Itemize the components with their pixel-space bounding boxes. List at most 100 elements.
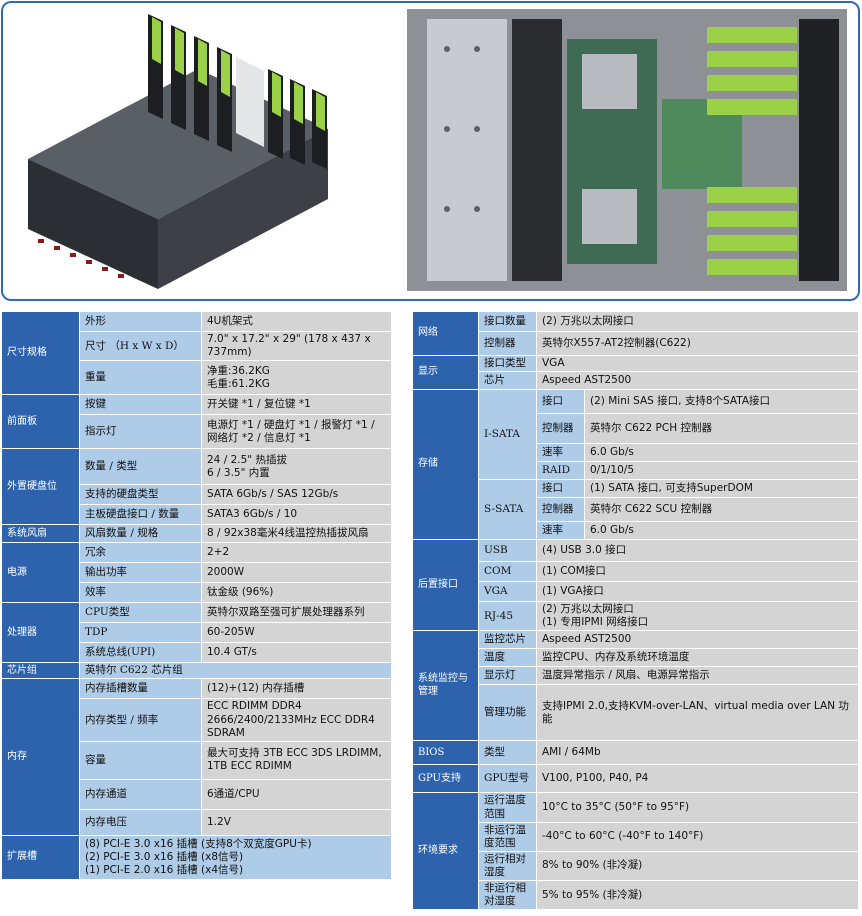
spec-key: 非运行温度范围 [478, 821, 537, 852]
spec-row: 扩展槽(8) PCI-E 3.0 x16 插槽 (支持8个双宽度GPU卡)(2)… [1, 834, 392, 880]
spec-row: 指示灯电源灯 *1 / 硬盘灯 *1 / 报警灯 *1 / 网络灯 *2 / 信… [2, 414, 392, 450]
spec-value: VGA [536, 354, 859, 373]
spec-key: 系统总线(UPI) [79, 642, 202, 664]
spec-key: 内存通道 [79, 778, 202, 810]
spec-key: VGA [478, 581, 537, 603]
spec-value: 2+2 [201, 542, 392, 564]
spec-key: 接口类型 [478, 354, 537, 373]
spec-key: USB [478, 539, 537, 563]
spec-row: 显示灯温度异常指示 / 风扇、电源异常指示 [413, 666, 859, 686]
spec-group-label: 存储 [412, 389, 479, 541]
spec-key: 控制器 [536, 413, 585, 445]
spec-value: 钛金级 (96%) [201, 582, 392, 604]
spec-value: 英特尔 C622 芯片组 [79, 662, 392, 680]
spec-value: 英特尔 C622 PCH 控制器 [584, 413, 859, 445]
spec-key: 重量 [79, 360, 202, 396]
spec-value: Aspeed AST2500 [536, 630, 859, 650]
spec-value: V100, P100, P40, P4 [536, 764, 859, 794]
spec-key: 接口 [536, 479, 585, 499]
spec-value: 10°C to 35°C (50°F to 95°F) [536, 792, 859, 823]
spec-key: 内存电压 [79, 808, 202, 836]
spec-key: 运行相对湿度 [478, 850, 537, 882]
spec-row: RJ-45(2) 万兆以太网接口(1) 专用IPMI 网络接口 [413, 601, 859, 632]
spec-row: 容量最大可支持 3TB ECC 3DS LRDIMM, 1TB ECC RDIM… [2, 740, 392, 780]
spec-value: (2) 万兆以太网接口 [536, 311, 859, 332]
spec-group-label: 扩展槽 [1, 834, 80, 880]
spec-value: 英特尔双路至强可扩展处理器系列 [201, 602, 392, 624]
spec-value: 10.4 GT/s [201, 642, 392, 664]
spec-key: 温度 [478, 648, 537, 668]
spec-value: 2000W [201, 562, 392, 584]
spec-value: 8% to 90% (非冷凝) [536, 850, 859, 882]
spec-value: SATA3 6Gb/s / 10 [201, 504, 392, 526]
spec-subgroup-label: I-SATA [478, 389, 537, 481]
spec-group-label: GPU支持 [412, 764, 479, 794]
spec-row: 网络接口数量(2) 万兆以太网接口 [412, 311, 859, 356]
spec-value: 8 / 92x38毫米4线温控热插拔风扇 [201, 524, 392, 544]
spec-row: 芯片组英特尔 C622 芯片组 [1, 662, 392, 680]
spec-value: 温度异常指示 / 风扇、电源异常指示 [536, 666, 859, 686]
spec-key: COM [478, 561, 537, 583]
spec-row: 内存内存插槽数量(12)+(12) 内存插槽 [1, 678, 392, 836]
spec-key: 控制器 [478, 331, 537, 356]
spec-key: 控制器 [536, 497, 585, 523]
spec-key: RJ-45 [478, 601, 537, 632]
spec-value: 监控CPU、内存及系统环境温度 [536, 648, 859, 668]
spec-group-label: 显示 [412, 354, 479, 391]
spec-value: 开关键 *1 / 复位键 *1 [201, 394, 392, 416]
spec-key: 尺寸 （H x W x D） [79, 330, 202, 362]
spec-value: 6.0 Gb/s [584, 443, 859, 463]
spec-row: VGA(1) VGA接口 [413, 581, 859, 603]
spec-key: 芯片 [478, 371, 537, 391]
spec-key: 外形 [79, 311, 202, 332]
spec-key: CPU类型 [79, 602, 202, 624]
spec-value: 英特尔X557-AT2控制器(C622) [536, 331, 859, 356]
spec-value: 支持IPMI 2.0,支持KVM-over-LAN、virtual media … [536, 684, 859, 742]
spec-value: (4) USB 3.0 接口 [536, 539, 859, 563]
spec-key: TDP [79, 622, 202, 644]
spec-value: 1.2V [201, 808, 392, 836]
spec-group-label: 芯片组 [1, 662, 80, 680]
spec-key: 指示灯 [79, 414, 202, 450]
spec-key: 主板硬盘接口 / 数量 [79, 504, 202, 526]
spec-row: 控制器英特尔 C622 SCU 控制器 [413, 497, 859, 523]
spec-group-label: 网络 [412, 311, 479, 356]
spec-key: 冗余 [79, 542, 202, 564]
spec-group-label: 后置接口 [412, 539, 479, 632]
spec-row: 尺寸 （H x W x D）7.0" x 17.2" x 29" (178 x … [2, 330, 392, 362]
spec-value: 0/1/10/5 [584, 461, 859, 481]
spec-key: 速率 [536, 521, 585, 541]
spec-key: 显示灯 [478, 666, 537, 686]
product-photo-frame [1, 1, 860, 301]
spec-row: 前面板按键开关键 *1 / 复位键 *1 [1, 394, 392, 450]
server-topview-photo [407, 9, 847, 291]
spec-value: 5% to 95% (非冷凝) [536, 880, 859, 911]
spec-key: 运行温度范围 [478, 792, 537, 823]
spec-row: 控制器英特尔 C622 PCH 控制器 [413, 413, 859, 445]
spec-key: 接口数量 [478, 311, 537, 332]
spec-key: 内存类型 / 频率 [79, 698, 202, 742]
spec-value: Aspeed AST2500 [536, 371, 859, 391]
spec-key: 数量 / 类型 [79, 448, 202, 486]
spec-key: 接口 [536, 389, 585, 415]
spec-key: 效率 [79, 582, 202, 604]
spec-key: 监控芯片 [478, 630, 537, 650]
